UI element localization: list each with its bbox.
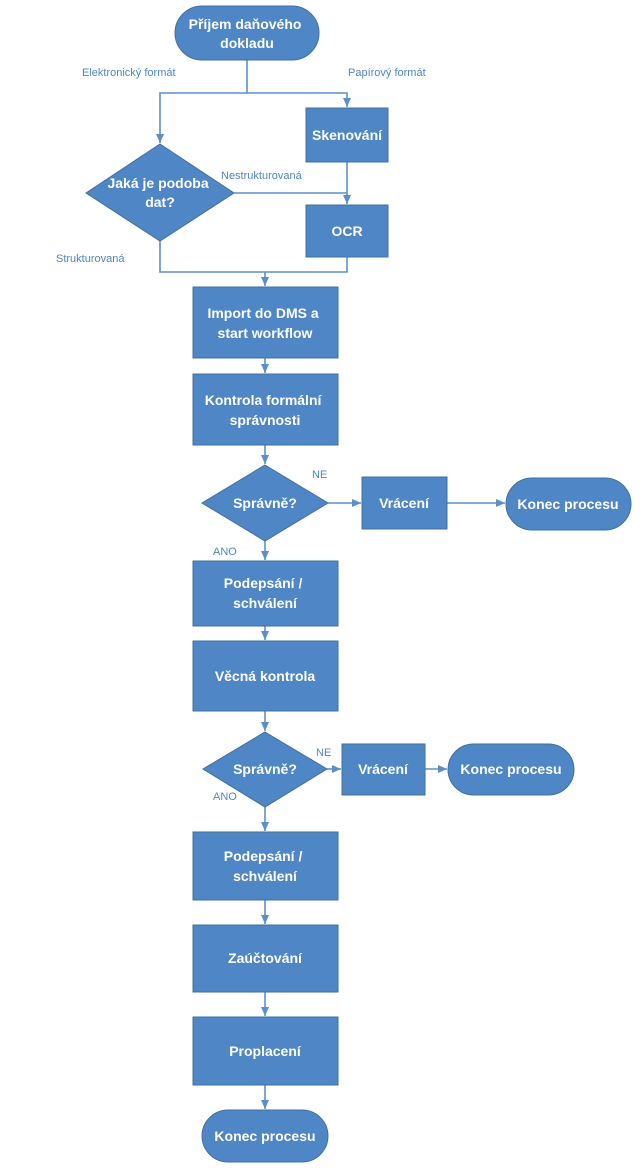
node-decision2: Správně? bbox=[202, 731, 328, 808]
node-end-final: Konec procesu bbox=[201, 1109, 329, 1163]
node-sign1-text: Podepsání / schválení bbox=[224, 575, 306, 611]
edge-ocr-join bbox=[265, 257, 348, 273]
label-electronic: Elektronický formát bbox=[82, 67, 176, 79]
label-no2: NE bbox=[316, 747, 331, 759]
edge-to-scan bbox=[247, 92, 351, 107]
node-return1-text: Vrácení bbox=[379, 495, 430, 511]
node-ocr: OCR bbox=[305, 204, 389, 258]
nodes: Příjem daňového dokladu Skenování OCR Ja… bbox=[85, 5, 632, 1163]
label-paper: Papírový formát bbox=[348, 67, 426, 79]
connectors bbox=[156, 60, 505, 1109]
node-decision2-text: Správně? bbox=[233, 761, 297, 777]
label-unstructured: Nestrukturovaná bbox=[221, 170, 303, 182]
node-decision1: Správně? bbox=[201, 464, 329, 542]
label-structured: Strukturovaná bbox=[56, 253, 125, 265]
label-no1: NE bbox=[312, 469, 327, 481]
node-return2-text: Vrácení bbox=[358, 761, 409, 777]
node-end2-text: Konec procesu bbox=[460, 761, 561, 777]
node-end1-text: Konec procesu bbox=[517, 496, 618, 512]
node-start: Příjem daňového dokladu bbox=[174, 5, 320, 61]
node-payment: Proplacení bbox=[192, 1016, 339, 1086]
node-sign1: Podepsání / schválení bbox=[192, 560, 339, 627]
node-factual-check-text: Věcná kontrola bbox=[215, 668, 316, 684]
node-decision-data: Jaká je podoba dat? bbox=[85, 143, 235, 242]
node-return2: Vrácení bbox=[341, 743, 426, 796]
edge-labels: Elektronický formát Papírový formát Nest… bbox=[56, 67, 426, 803]
node-end2: Konec procesu bbox=[447, 743, 575, 796]
node-sign2: Podepsání / schválení bbox=[192, 831, 339, 901]
node-end-final-text: Konec procesu bbox=[214, 1128, 315, 1144]
node-ocr-text: OCR bbox=[331, 223, 362, 239]
node-accounting: Zaúčtování bbox=[192, 924, 339, 993]
node-payment-text: Proplacení bbox=[229, 1043, 302, 1059]
node-decision-data-text: Jaká je podoba dat? bbox=[107, 175, 212, 210]
node-accounting-text: Zaúčtování bbox=[228, 950, 303, 966]
node-import-text: Import do DMS a start workflow bbox=[207, 305, 322, 341]
node-start-text: Příjem daňového dokladu bbox=[189, 16, 306, 51]
node-formal-check-text: Kontrola formální správnosti bbox=[205, 392, 326, 428]
node-return1: Vrácení bbox=[361, 476, 448, 530]
label-yes1: ANO bbox=[213, 546, 237, 558]
edge-to-decision-data bbox=[156, 92, 247, 143]
node-decision1-text: Správně? bbox=[233, 495, 297, 511]
node-factual-check: Věcná kontrola bbox=[192, 640, 339, 712]
node-formal-check: Kontrola formální správnosti bbox=[192, 373, 339, 446]
node-scan: Skenování bbox=[305, 107, 389, 163]
node-end1: Konec procesu bbox=[505, 477, 632, 531]
label-yes2: ANO bbox=[213, 791, 237, 803]
node-import: Import do DMS a start workflow bbox=[192, 286, 339, 359]
node-sign2-text: Podepsání / schválení bbox=[224, 848, 306, 884]
edge-structured bbox=[159, 241, 265, 273]
node-scan-text: Skenování bbox=[312, 127, 383, 143]
